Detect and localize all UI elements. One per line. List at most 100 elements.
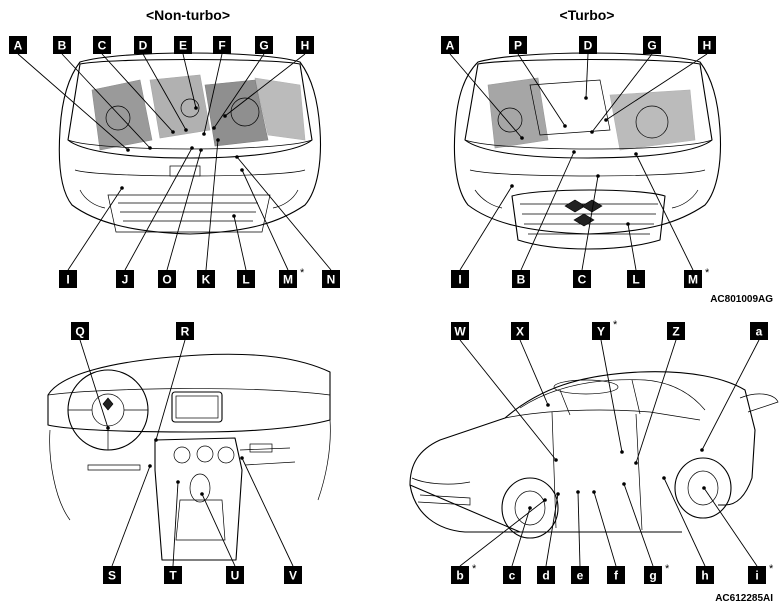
callout-exterior-top-3: Z [667,322,685,340]
callout-nonturbo-top-6: G [255,36,273,54]
svg-text:h: h [701,569,708,583]
svg-text:a: a [756,325,763,339]
svg-text:E: E [179,39,187,53]
callout-exterior-bottom-2: d [537,566,555,584]
callout-nonturbo-bottom-4: L [237,270,255,288]
svg-text:N: N [327,273,336,287]
svg-text:H: H [301,39,310,53]
callout-turbo-top-2: D [579,36,597,54]
callout-nonturbo-top-5: F [213,36,231,54]
svg-text:D: D [584,39,593,53]
callout-nonturbo-bottom-2: O [158,270,176,288]
svg-text:A: A [14,39,23,53]
callout-interior-bottom-3: V [284,566,302,584]
svg-text:f: f [614,569,619,583]
svg-text:D: D [139,39,148,53]
callout-nonturbo-top-3: D [134,36,152,54]
callout-turbo-top-4: H [698,36,716,54]
svg-text:P: P [514,39,522,53]
svg-text:d: d [542,569,549,583]
callout-nonturbo-top-7: H [296,36,314,54]
figure-code-cabin: AC612285AI [715,593,773,604]
svg-text:C: C [98,39,107,53]
interior-illustration [47,353,331,561]
callout-turbo-top-3: G [643,36,661,54]
callout-exterior-bottom-6: h [696,566,714,584]
callout-nonturbo-top-1: B [53,36,71,54]
svg-text:H: H [703,39,712,53]
callout-turbo-bottom-0: I [451,270,469,288]
asterisk-mark: * [705,267,710,279]
callout-interior-top-0: Q [71,322,89,340]
svg-text:C: C [578,273,587,287]
callout-interior-bottom-2: U [226,566,244,584]
svg-text:Z: Z [672,325,679,339]
callout-nonturbo-bottom-5: M* [279,267,305,288]
svg-text:T: T [169,569,177,583]
asterisk-mark: * [665,563,670,575]
callout-nonturbo-bottom-0: I [59,270,77,288]
svg-text:L: L [242,273,249,287]
leader-lines [17,53,760,567]
callout-exterior-top-1: X [511,322,529,340]
callout-turbo-bottom-3: L [627,270,645,288]
callout-turbo-top-0: A [441,36,459,54]
svg-text:V: V [289,569,297,583]
svg-text:A: A [446,39,455,53]
asterisk-mark: * [769,563,774,575]
callout-nonturbo-top-4: E [174,36,192,54]
figure-code-engine: AC801009AG [710,294,773,305]
svg-text:M: M [688,273,698,287]
svg-text:g: g [649,569,656,583]
svg-text:J: J [122,273,129,287]
callout-exterior-top-4: a [750,322,768,340]
callout-nonturbo-top-2: C [93,36,111,54]
svg-text:c: c [509,569,516,583]
svg-text:R: R [181,325,190,339]
callout-exterior-bottom-0: b* [451,563,477,584]
svg-text:B: B [58,39,67,53]
callout-exterior-bottom-4: f [607,566,625,584]
svg-text:F: F [218,39,225,53]
svg-text:b: b [456,569,463,583]
callout-exterior-bottom-7: i* [748,563,774,584]
turbo-engine-illustration [453,52,721,250]
svg-text:B: B [517,273,526,287]
non-turbo-engine-illustration [58,52,321,235]
callout-exterior-bottom-1: c [503,566,521,584]
header-non-turbo: <Non-turbo> [146,7,230,23]
callout-exterior-bottom-5: g* [644,563,670,584]
callout-turbo-bottom-1: B [512,270,530,288]
asterisk-mark: * [613,319,618,331]
svg-text:K: K [202,273,211,287]
callout-exterior-top-0: W [451,322,469,340]
svg-text:I: I [458,273,461,287]
callout-exterior-bottom-3: e [571,566,589,584]
svg-text:L: L [632,273,639,287]
callout-turbo-bottom-4: M* [684,267,710,288]
svg-text:I: I [66,273,69,287]
callout-turbo-top-1: P [509,36,527,54]
svg-text:S: S [108,569,116,583]
callout-nonturbo-bottom-3: K [197,270,215,288]
callout-nonturbo-bottom-1: J [116,270,134,288]
svg-text:Q: Q [75,325,84,339]
callout-turbo-bottom-2: C [573,270,591,288]
callout-exterior-top-2: Y* [592,319,618,340]
svg-text:O: O [162,273,171,287]
svg-text:X: X [516,325,524,339]
callout-interior-bottom-1: T [164,566,182,584]
asterisk-mark: * [300,267,305,279]
svg-text:M: M [283,273,293,287]
svg-text:U: U [231,569,240,583]
callout-nonturbo-top-0: A [9,36,27,54]
svg-text:e: e [577,569,584,583]
svg-text:W: W [454,325,466,339]
svg-text:G: G [259,39,268,53]
callout-interior-top-1: R [176,322,194,340]
asterisk-mark: * [472,563,477,575]
callout-interior-bottom-0: S [103,566,121,584]
header-turbo: <Turbo> [560,7,615,23]
callout-nonturbo-bottom-6: N [322,270,340,288]
